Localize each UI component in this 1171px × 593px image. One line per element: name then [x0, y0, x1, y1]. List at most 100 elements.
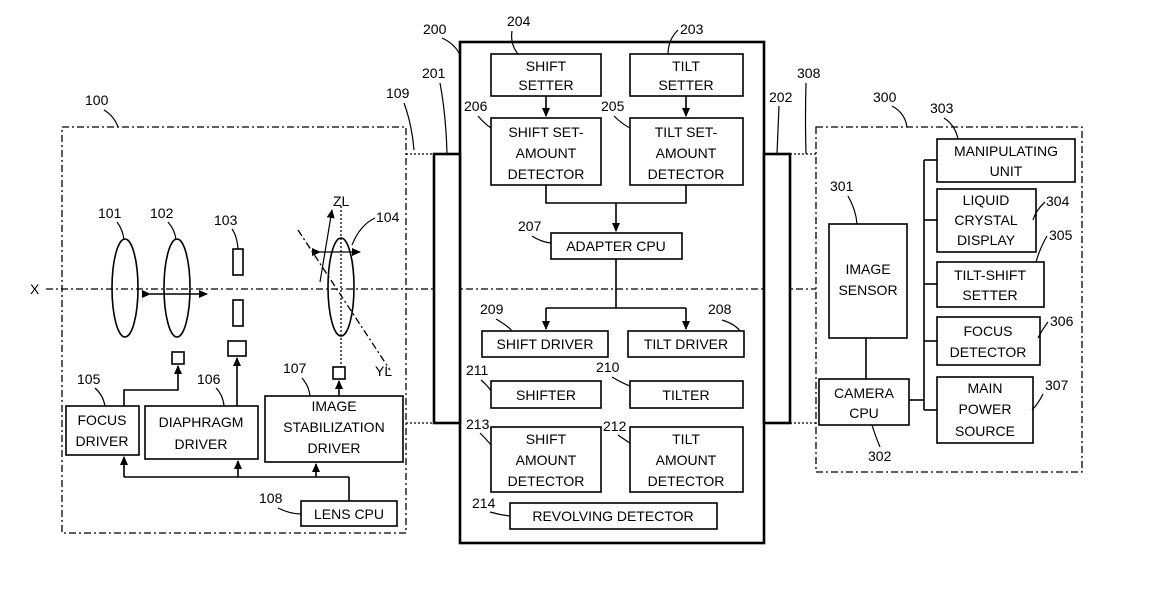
- adapter-mount-202: [762, 152, 792, 425]
- svg-text:POWER: POWER: [959, 401, 1012, 417]
- image-sensor-line1: IMAGE: [845, 261, 890, 277]
- svg-text:SHIFT: SHIFT: [526, 58, 567, 74]
- ref-105: 105: [77, 371, 101, 387]
- svg-text:SETTER: SETTER: [962, 287, 1017, 303]
- svg-text:SHIFT: SHIFT: [526, 431, 567, 447]
- tilt-set-amount-detector-box: [629, 117, 744, 186]
- ref-205: 205: [601, 98, 625, 114]
- svg-text:TILT SET-: TILT SET-: [655, 124, 718, 140]
- svg-text:DIAPHRAGM: DIAPHRAGM: [159, 414, 244, 430]
- lcd-line2: CRYSTAL: [954, 212, 1017, 228]
- shifter-label: SHIFTER: [516, 387, 576, 403]
- camera-cpu-box: [818, 378, 910, 426]
- svg-text:AMOUNT: AMOUNT: [516, 452, 577, 468]
- ref-211: 211: [466, 362, 489, 378]
- ref-204: 204: [507, 13, 531, 29]
- tilted-zl-axis: [319, 209, 335, 283]
- ref-307: 307: [1045, 377, 1069, 393]
- lens-101: [111, 238, 139, 338]
- focus-actuator: [171, 351, 185, 365]
- tsad-line1: TILT SET-: [655, 124, 718, 140]
- stabilization-actuator: [332, 366, 346, 380]
- shift-driver-label: SHIFT DRIVER: [497, 336, 594, 352]
- sad-line1: SHIFT: [526, 431, 567, 447]
- tsad-line2: AMOUNT: [656, 145, 717, 161]
- axis-yl-label: YL: [375, 363, 392, 379]
- svg-text:AMOUNT: AMOUNT: [656, 452, 717, 468]
- svg-text:LIQUID: LIQUID: [963, 192, 1010, 208]
- svg-text:SETTER: SETTER: [658, 77, 713, 93]
- tad-line1: TILT: [672, 431, 700, 447]
- adapter-mount-201: [432, 152, 462, 425]
- ref-106: 106: [197, 371, 221, 387]
- focus-driver-box: [65, 405, 140, 456]
- isd-line2: STABILIZATION: [283, 419, 384, 435]
- svg-text:CAMERA: CAMERA: [834, 385, 895, 401]
- svg-text:AMOUNT: AMOUNT: [516, 145, 577, 161]
- sad-line3: DETECTOR: [508, 473, 585, 489]
- tilt-driver-box: [627, 330, 745, 358]
- revolving-detector-label: REVOLVING DETECTOR: [532, 508, 693, 524]
- focus-driver-line2: DRIVER: [76, 433, 129, 449]
- sad-line2: AMOUNT: [516, 452, 577, 468]
- svg-text:DETECTOR: DETECTOR: [648, 473, 725, 489]
- tilt-driver-label: TILT DRIVER: [644, 336, 728, 352]
- tss-line2: SETTER: [962, 287, 1017, 303]
- svg-text:DRIVER: DRIVER: [175, 436, 228, 452]
- mps-line1: MAIN: [968, 380, 1003, 396]
- svg-text:IMAGE: IMAGE: [311, 398, 356, 414]
- shift-amount-detector-box: [490, 426, 602, 493]
- ref-201: 201: [422, 65, 446, 81]
- ref-202: 202: [769, 89, 793, 105]
- svg-text:SOURCE: SOURCE: [955, 423, 1015, 439]
- ref-207: 207: [518, 218, 542, 234]
- ref-104: 104: [376, 209, 400, 225]
- ref-109: 109: [386, 85, 410, 101]
- svg-text:MAIN: MAIN: [968, 380, 1003, 396]
- ref-108: 108: [259, 490, 283, 506]
- tad-line2: AMOUNT: [656, 452, 717, 468]
- ref-214: 214: [472, 495, 496, 511]
- svg-text:AMOUNT: AMOUNT: [656, 145, 717, 161]
- svg-text:DETECTOR: DETECTOR: [648, 166, 725, 182]
- main-power-source-box: [936, 376, 1034, 444]
- svg-text:UNIT: UNIT: [990, 163, 1023, 179]
- ref-101: 101: [98, 205, 122, 221]
- diaphragm-actuator: [227, 340, 247, 357]
- svg-text:MANIPULATING: MANIPULATING: [954, 143, 1058, 159]
- tilter-box: [629, 380, 744, 409]
- ref-203: 203: [680, 21, 704, 37]
- manipulating-unit-line2: UNIT: [990, 163, 1023, 179]
- shift-setter-box: [490, 53, 602, 97]
- mps-line3: SOURCE: [955, 423, 1015, 439]
- shift-driver-box: [481, 330, 609, 358]
- svg-text:IMAGE: IMAGE: [845, 261, 890, 277]
- ref-212: 212: [603, 418, 627, 434]
- tilt-setter-line2: SETTER: [658, 77, 713, 93]
- svg-text:TILT: TILT: [672, 431, 700, 447]
- ref-302: 302: [868, 448, 892, 464]
- ref-301: 301: [830, 178, 854, 194]
- tsad-line3: DETECTOR: [648, 166, 725, 182]
- lcd-line1: LIQUID: [963, 192, 1010, 208]
- lcd-line3: DISPLAY: [957, 232, 1016, 248]
- ref-303: 303: [930, 100, 954, 116]
- svg-text:CPU: CPU: [849, 405, 879, 421]
- shifter-box: [490, 380, 602, 409]
- lens-unit-boundary: [61, 126, 407, 534]
- wire-focus-driver-actuator: [123, 365, 182, 406]
- ref-213: 213: [466, 416, 490, 432]
- ref-304: 304: [1046, 193, 1070, 209]
- adapter-cpu-box: [550, 232, 683, 260]
- tss-line1: TILT-SHIFT: [954, 267, 1027, 283]
- axis-x-label: X: [30, 281, 40, 297]
- yl-axis: [297, 229, 391, 371]
- ssad-line3: DETECTOR: [508, 166, 585, 182]
- svg-text:DRIVER: DRIVER: [76, 433, 129, 449]
- ref-107: 107: [283, 360, 307, 376]
- svg-text:DISPLAY: DISPLAY: [957, 232, 1016, 248]
- reference-numerals: 100 101 102 103 104 105 106 107 108 109 …: [77, 13, 1074, 517]
- svg-text:FOCUS: FOCUS: [78, 412, 127, 428]
- camera-cpu-line2: CPU: [849, 405, 879, 421]
